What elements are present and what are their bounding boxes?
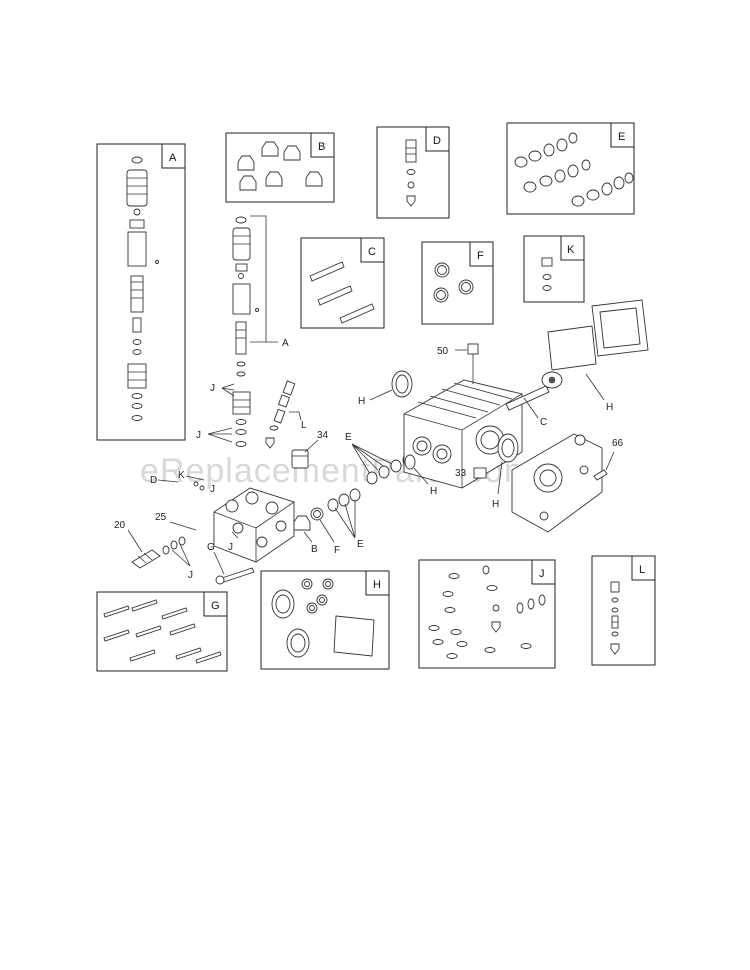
kit-c-parts	[309, 261, 375, 324]
kit-g-parts	[103, 599, 222, 664]
callout-d: D	[150, 475, 157, 486]
callout-j3: J	[210, 484, 215, 495]
callout-g: G	[207, 542, 215, 553]
kit-e-parts	[514, 132, 634, 207]
kit-j-parts	[428, 565, 546, 659]
flange	[511, 433, 603, 533]
kit-g-tag: G	[211, 600, 220, 612]
kit-d-box: D	[376, 126, 450, 219]
kit-h-parts	[271, 578, 375, 658]
kit-k-parts	[541, 257, 553, 291]
kit-j-tag: J	[539, 568, 545, 580]
kit-c-tag: C	[368, 246, 376, 258]
kit-d-tag: D	[433, 135, 441, 147]
callout-34: 34	[317, 430, 329, 441]
kit-f-tag: F	[477, 250, 484, 262]
kit-l-box: L	[591, 555, 656, 666]
kit-k-box: K	[523, 235, 585, 303]
crankcase	[403, 379, 523, 489]
kit-l-parts	[610, 581, 620, 655]
callout-33: 33	[455, 468, 467, 479]
callout-c: C	[540, 417, 547, 428]
callout-50: 50	[437, 346, 449, 357]
kit-e-box: E	[506, 122, 635, 215]
callout-h4: H	[430, 486, 437, 497]
kit-l-tag: L	[639, 564, 645, 576]
kit-f-box: F	[421, 241, 494, 325]
callout-e2: E	[357, 539, 364, 550]
kit-g-box: G	[96, 591, 228, 672]
kit-j-box: J	[418, 559, 556, 669]
callout-l: L	[301, 420, 307, 431]
callout-25: 25	[155, 512, 167, 523]
relief-stack	[265, 380, 296, 449]
kit-a-parts	[126, 156, 159, 421]
kit-f-parts	[433, 262, 474, 303]
callout-j2: J	[196, 430, 201, 441]
kit-b-tag: B	[318, 141, 325, 153]
callout-b: B	[311, 544, 318, 555]
callout-20: 20	[114, 520, 126, 531]
callout-j1: J	[210, 383, 215, 394]
callout-f: F	[334, 545, 340, 556]
kit-c-box: C	[300, 237, 385, 329]
callout-h3: H	[492, 499, 499, 510]
callout-j4: J	[188, 570, 193, 581]
kit-a-tag: A	[169, 152, 177, 164]
callout-j5: J	[228, 542, 233, 553]
callout-66: 66	[612, 438, 624, 449]
kit-d-parts	[405, 139, 417, 207]
callout-a: A	[282, 338, 289, 349]
manifold	[213, 487, 295, 563]
callout-e1: E	[345, 432, 352, 443]
kit-b-box: B	[225, 132, 335, 203]
valve-stack	[232, 216, 259, 447]
kit-h-box: H	[260, 570, 390, 670]
kit-h-tag: H	[373, 579, 381, 591]
kit-k-tag: K	[567, 244, 575, 256]
callout-k: K	[178, 470, 185, 481]
kit-a-box: A	[96, 143, 186, 441]
callout-h1: H	[358, 396, 365, 407]
inlet-fitting	[131, 536, 186, 569]
exploded-view: A J J L 34 D K J	[114, 215, 649, 585]
kit-e-tag: E	[618, 131, 625, 143]
callout-h2: H	[606, 402, 613, 413]
kit-b-parts	[237, 141, 323, 191]
